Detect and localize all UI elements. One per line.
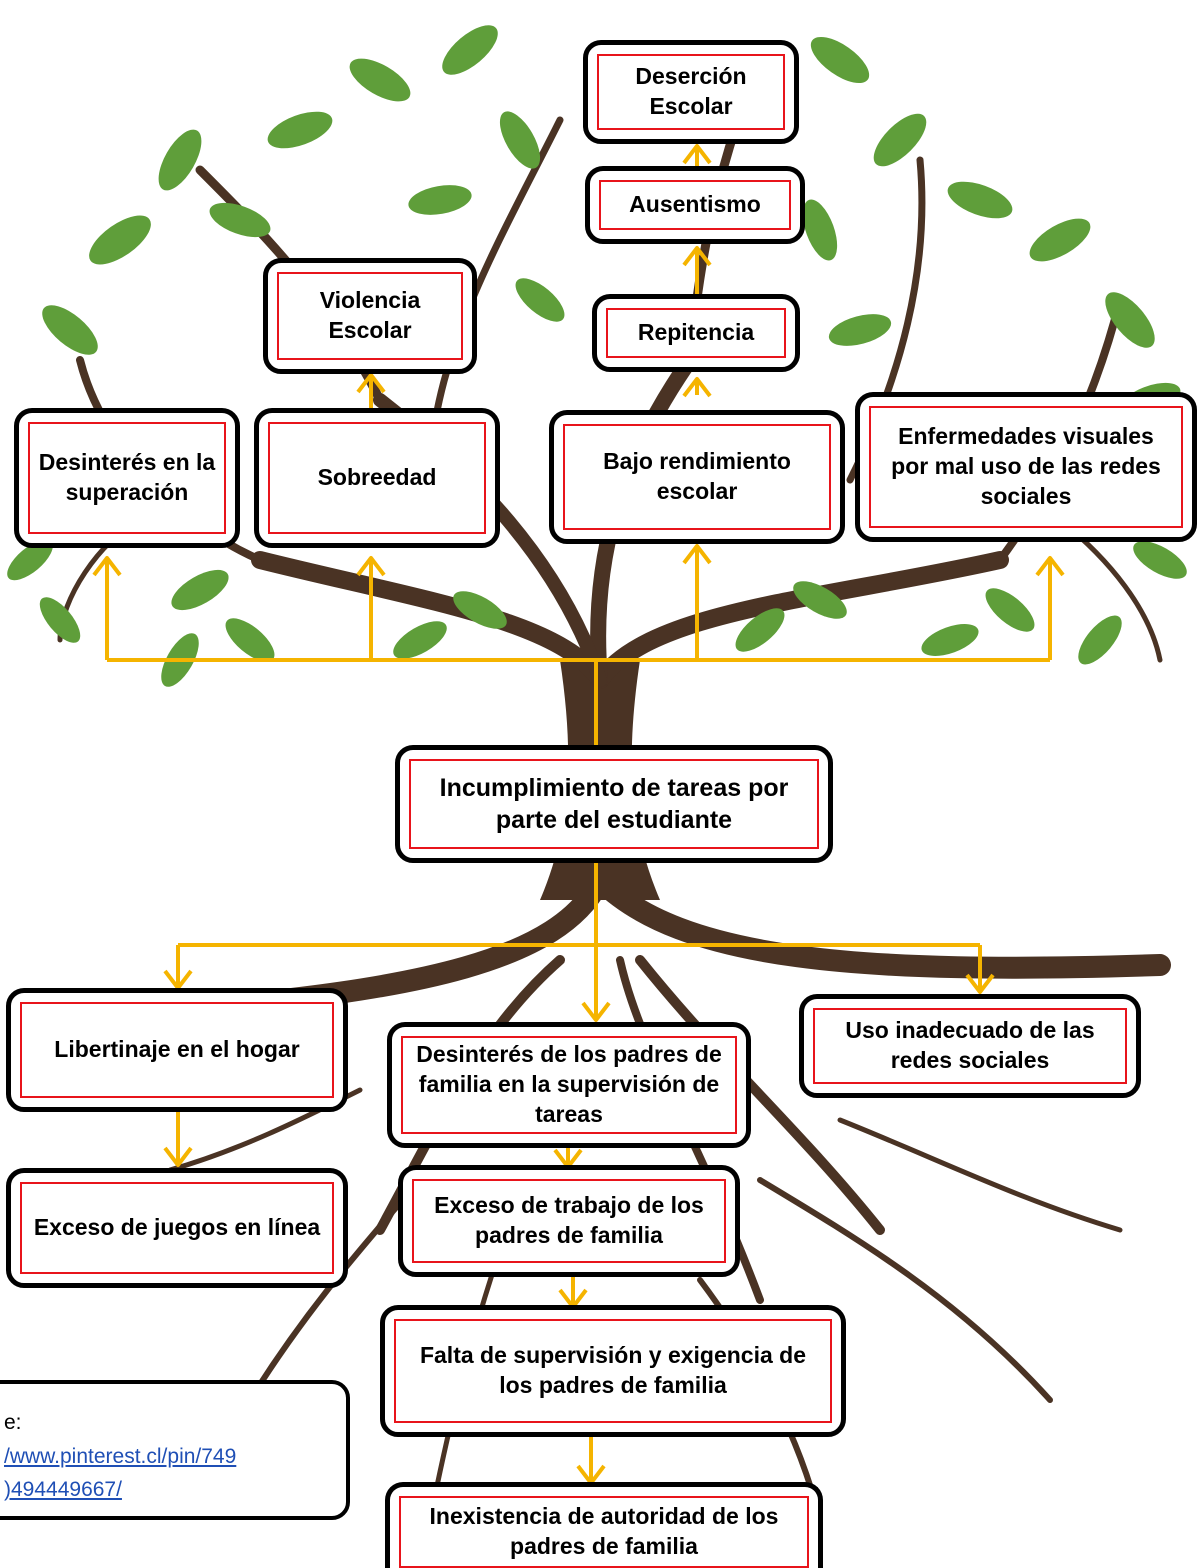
- exceso-trabajo-label: Exceso de trabajo de los padres de famil…: [412, 1179, 726, 1263]
- desinteres-superacion-label: Desinterés en la superación: [28, 422, 226, 534]
- libertinaje-label: Libertinaje en el hogar: [20, 1002, 334, 1098]
- falta-supervision-box: Falta de supervisión y exigencia de los …: [380, 1305, 846, 1437]
- violencia-escolar-label: Violencia Escolar: [277, 272, 463, 360]
- ausentismo-box: Ausentismo: [585, 166, 805, 244]
- desercion-escolar-label: Deserción Escolar: [597, 54, 785, 130]
- source-label: e:: [4, 1411, 22, 1434]
- central-problem-label: Incumplimiento de tareas por parte del e…: [409, 759, 819, 849]
- enfermedades-visuales-label: Enfermedades visuales por mal uso de las…: [869, 406, 1183, 528]
- repitencia-box: Repitencia: [592, 294, 800, 372]
- connectors: [105, 148, 1052, 1482]
- enfermedades-visuales-box: Enfermedades visuales por mal uso de las…: [855, 392, 1197, 542]
- inexistencia-autoridad-label: Inexistencia de autoridad de los padres …: [399, 1496, 809, 1568]
- ausentismo-label: Ausentismo: [599, 180, 791, 230]
- uso-redes-label: Uso inadecuado de las redes sociales: [813, 1008, 1127, 1084]
- bajo-rendimiento-box: Bajo rendimiento escolar: [549, 410, 845, 544]
- source-note: e: /www.pinterest.cl/pin/749 )494449667/: [0, 1380, 350, 1520]
- exceso-juegos-label: Exceso de juegos en línea: [20, 1182, 334, 1274]
- repitencia-label: Repitencia: [606, 308, 786, 358]
- source-link[interactable]: /www.pinterest.cl/pin/749 )494449667/: [4, 1444, 237, 1502]
- libertinaje-box: Libertinaje en el hogar: [6, 988, 348, 1112]
- sobreedad-box: Sobreedad: [254, 408, 500, 548]
- desinteres-padres-box: Desinterés de los padres de familia en l…: [387, 1022, 751, 1148]
- exceso-trabajo-box: Exceso de trabajo de los padres de famil…: [398, 1165, 740, 1277]
- sobreedad-label: Sobreedad: [268, 422, 486, 534]
- central-problem-box: Incumplimiento de tareas por parte del e…: [395, 745, 833, 863]
- uso-redes-box: Uso inadecuado de las redes sociales: [799, 994, 1141, 1098]
- desinteres-superacion-box: Desinterés en la superación: [14, 408, 240, 548]
- falta-supervision-label: Falta de supervisión y exigencia de los …: [394, 1319, 832, 1423]
- exceso-juegos-box: Exceso de juegos en línea: [6, 1168, 348, 1288]
- desinteres-padres-label: Desinterés de los padres de familia en l…: [401, 1036, 737, 1134]
- violencia-escolar-box: Violencia Escolar: [263, 258, 477, 374]
- inexistencia-autoridad-box: Inexistencia de autoridad de los padres …: [385, 1482, 823, 1568]
- desercion-escolar-box: Deserción Escolar: [583, 40, 799, 144]
- bajo-rendimiento-label: Bajo rendimiento escolar: [563, 424, 831, 530]
- foliage: [7, 25, 1187, 687]
